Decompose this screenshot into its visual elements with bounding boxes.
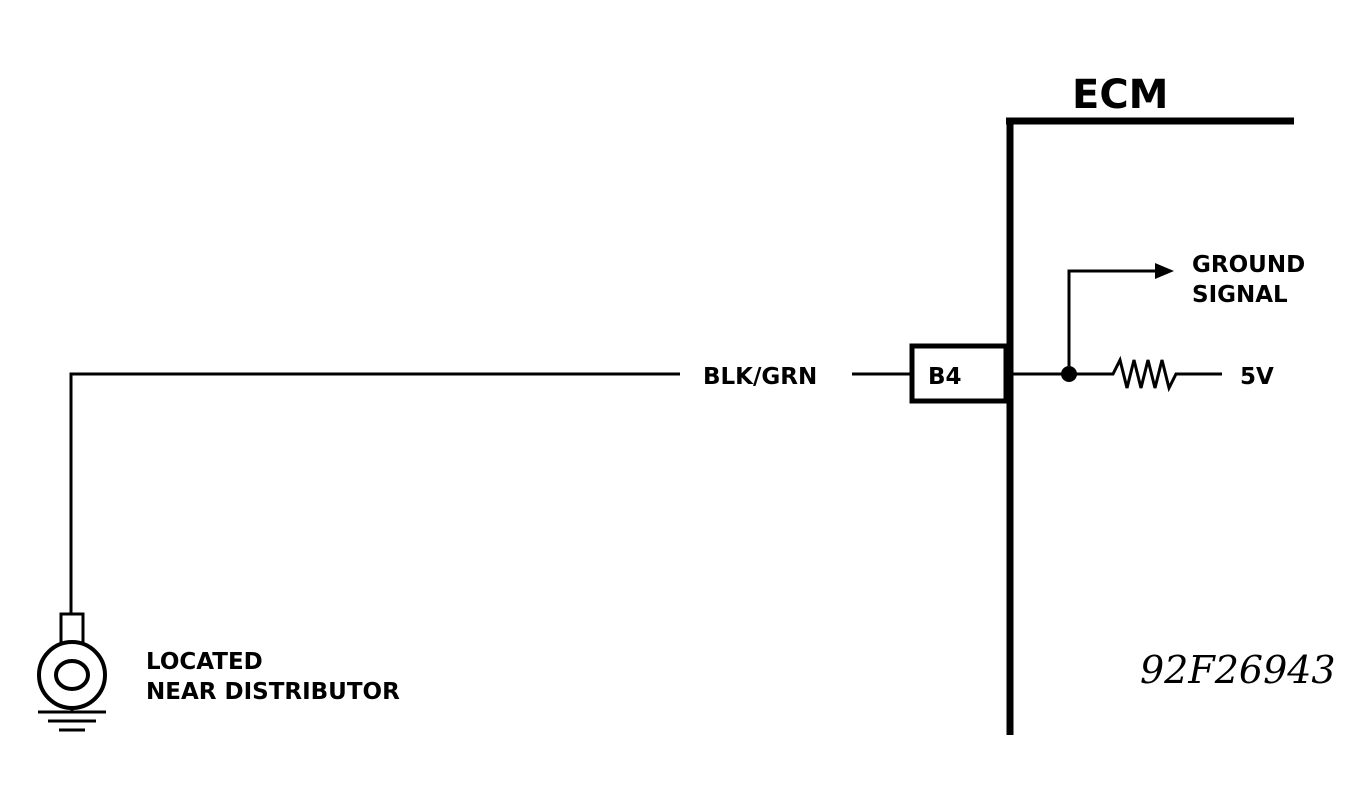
sensor-body-inner	[54, 659, 90, 691]
ground-signal-label-line1: GROUND	[1192, 252, 1305, 278]
voltage-label: 5V	[1240, 364, 1274, 390]
ground-signal-label-line2: SIGNAL	[1192, 282, 1288, 308]
resistor-symbol	[1105, 355, 1192, 393]
ecm-label: ECM	[1072, 72, 1168, 118]
sensor	[37, 612, 107, 732]
sensor-location-line1: LOCATED	[146, 649, 263, 675]
ground-icon	[38, 710, 106, 732]
ecm-module	[1006, 117, 1294, 735]
connector-pin-label: B4	[928, 364, 962, 390]
connector-pin-box	[909, 343, 1009, 404]
wire-sensor-to-label	[69, 372, 680, 614]
sensor-location-line2: NEAR DISTRIBUTOR	[146, 679, 400, 705]
signal-wire	[69, 372, 912, 614]
figure-code: 92F26943	[1140, 648, 1336, 692]
wire-color-label: BLK/GRN	[703, 364, 817, 390]
internal-circuit	[1013, 263, 1222, 393]
ground-signal-lead	[1067, 269, 1155, 366]
arrow-right-icon	[1155, 263, 1174, 279]
